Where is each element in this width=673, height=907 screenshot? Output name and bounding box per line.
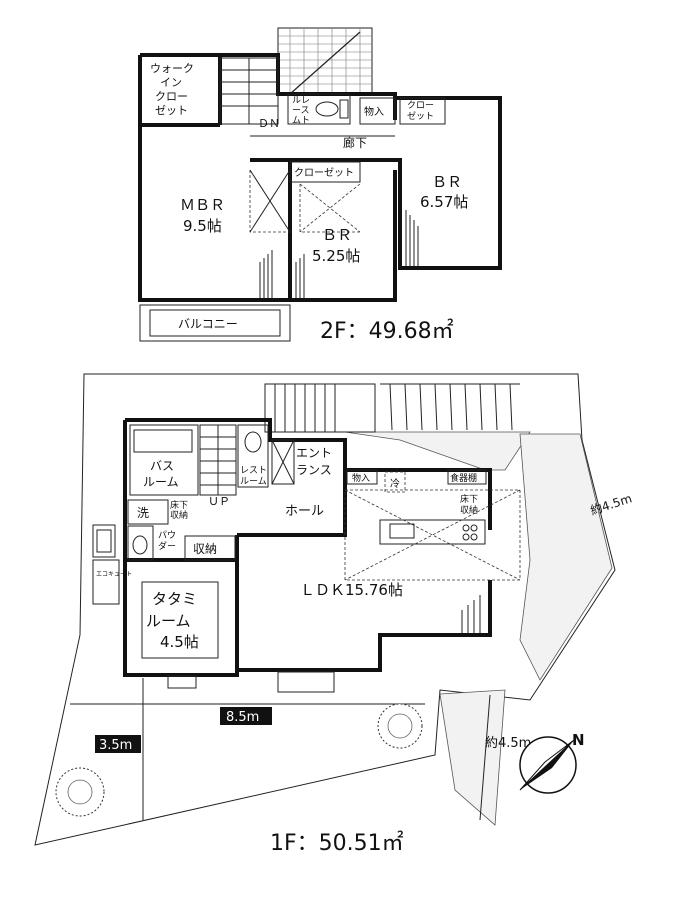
- walkin-closet: ウォーク イン クロー ゼット: [150, 62, 194, 117]
- entrance-label-2: ランス: [296, 463, 332, 477]
- roof-tiles: [277, 27, 373, 95]
- toilet-2f: ルレ ース ムト: [287, 93, 351, 126]
- toilet-label-1: ルレ: [292, 96, 310, 106]
- tree-left: [55, 767, 105, 817]
- room-restroom: レスト ルーム: [237, 424, 269, 488]
- room-mbr: ＭＢＲ 9.5帖: [180, 169, 291, 298]
- bath-label-2: ルーム: [143, 475, 179, 489]
- depth-dimension: 3.5m: [99, 738, 132, 753]
- ecocute-label: エコキュート: [96, 571, 132, 578]
- hallway-label: 廊下: [343, 135, 367, 150]
- mbr-name: ＭＢＲ: [180, 196, 225, 214]
- walkin-label-4: ゼット: [155, 104, 188, 117]
- mbr-size: 9.5帖: [183, 217, 222, 235]
- floor1-area-label: 1F：50.51㎡: [270, 830, 404, 856]
- gravel-area: [344, 431, 613, 826]
- room-tatami: タタミ ルーム 4.5帖: [141, 581, 219, 659]
- compass: N: [519, 731, 585, 794]
- closet-mid-label: クローゼット: [294, 167, 354, 179]
- br2-size: 5.25帖: [312, 247, 360, 265]
- room-entrance: エント ランス: [271, 439, 332, 485]
- balcony-label: バルコニー: [178, 317, 238, 331]
- yuka2-label-2: 収納: [460, 504, 478, 516]
- tatami-label-1: タタミ: [152, 590, 197, 608]
- walkin-label-3: クロー: [155, 90, 188, 103]
- hall-label: ホール: [285, 504, 324, 519]
- tree-right: [377, 703, 423, 749]
- wash-label: 洗: [137, 506, 149, 520]
- br2-name: ＢＲ: [322, 226, 352, 244]
- cupboard-label: 食器棚: [450, 472, 477, 484]
- storage-2f-label: 物入: [364, 105, 384, 118]
- width-dimension: 8.5m: [226, 710, 259, 725]
- toilet-label-3: ムト: [292, 115, 310, 126]
- closet-top-label-2: ゼット: [407, 110, 434, 122]
- room-bath: バス ルーム: [129, 424, 199, 496]
- stair-up-label: ＵＰ: [208, 495, 230, 508]
- first-floor: バス ルーム 洗 床下 収納 パウ ダー ＵＰ: [34, 373, 634, 856]
- fridge-label: 冷: [390, 477, 400, 490]
- compass-north-label: N: [572, 731, 585, 749]
- ldk-label: ＬＤＫ15.76帖: [300, 581, 403, 599]
- powder-label-1: パウ: [158, 530, 176, 541]
- room-br-small: ＢＲ 5.25帖: [295, 226, 360, 298]
- stair-dn-label: ＤＮ: [258, 117, 280, 130]
- powder-label-2: ダー: [158, 540, 176, 552]
- br1-name: ＢＲ: [432, 173, 462, 191]
- room-br-large: ＢＲ 6.57帖: [405, 173, 468, 266]
- tatami-label-2: ルーム: [146, 612, 191, 630]
- room-powder: 洗 床下 収納 パウ ダー: [127, 499, 188, 561]
- yuka2-label-1: 床下: [460, 493, 478, 505]
- yuka1-label-2: 収納: [170, 509, 188, 521]
- bath-label-1: バス: [150, 459, 174, 473]
- second-floor: ＤＮ ルレ ース ムト 物入 クロー ゼット 廊下 ウォーク イン クロー ゼッ…: [138, 27, 502, 344]
- stair-1f: ＵＰ: [199, 424, 237, 508]
- restroom-label-2: ルーム: [240, 476, 267, 487]
- entry-steps: [264, 383, 520, 433]
- closet-top-label-1: クロー: [407, 100, 434, 111]
- walkin-label-1: ウォーク: [150, 62, 194, 75]
- restroom-label-1: レスト: [240, 466, 267, 476]
- storage-1f-label: 物入: [352, 472, 370, 484]
- entrance-label-1: エント: [296, 446, 332, 460]
- floor2-area-label: 2F：49.68㎡: [320, 318, 454, 344]
- walkin-label-2: イン: [160, 76, 182, 89]
- stair-2f: ＤＮ: [219, 57, 280, 130]
- balcony: バルコニー: [139, 304, 291, 342]
- road-dimension: 約4.5m: [485, 736, 531, 751]
- shuno-label: 収納: [193, 542, 217, 556]
- room-ldk: ＬＤＫ15.76帖: [300, 581, 481, 633]
- kitchen: 冷 食器棚 床下 収納: [344, 469, 521, 581]
- br1-size: 6.57帖: [420, 193, 468, 211]
- toilet-label-2: ース: [292, 106, 310, 116]
- tatami-label-3: 4.5帖: [160, 633, 199, 651]
- ecocute: エコキュート: [92, 524, 132, 605]
- yuka1-label-1: 床下: [170, 499, 188, 511]
